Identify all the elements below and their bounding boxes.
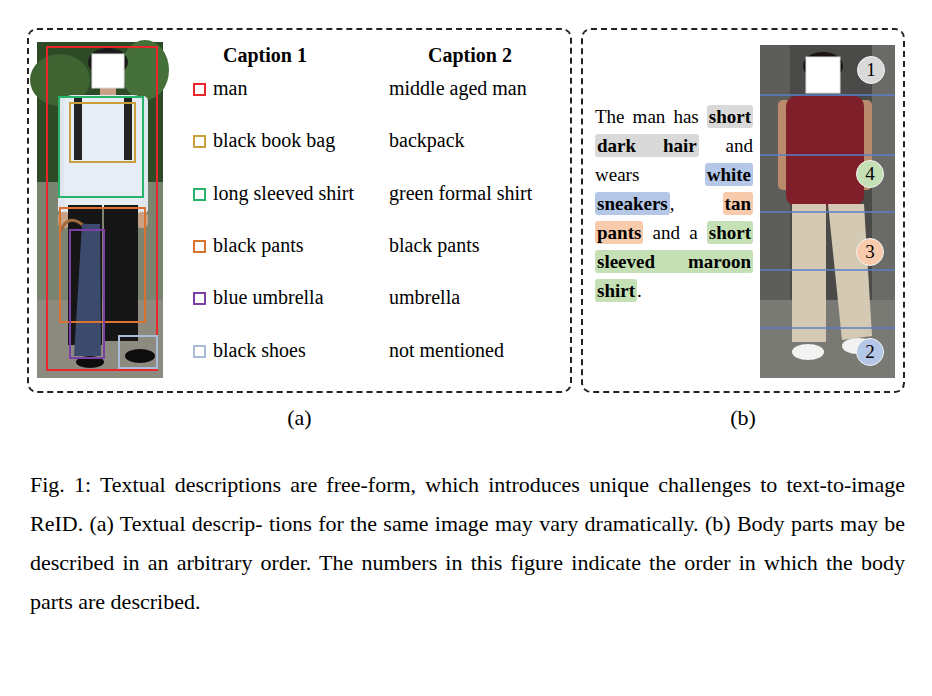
photo-b xyxy=(760,45,895,378)
legend-row: blue umbrella xyxy=(193,285,324,309)
description-text: and a xyxy=(653,222,698,243)
legend-text: blue umbrella xyxy=(213,286,324,308)
description-paragraph: The man has short dark hair and wears wh… xyxy=(595,102,753,305)
sneaker xyxy=(792,344,824,360)
foliage xyxy=(121,40,169,100)
order-number: 1 xyxy=(857,56,885,84)
callout-number: 4 xyxy=(865,164,875,184)
bounding-box xyxy=(119,336,157,368)
callout-number: 3 xyxy=(865,242,875,262)
legend-text: black shoes xyxy=(213,339,306,361)
face-mask xyxy=(806,57,840,93)
part-divider xyxy=(760,269,895,271)
legend-row: black book bag xyxy=(193,128,335,152)
bag-strap xyxy=(74,98,82,160)
callout-number: 2 xyxy=(865,342,875,362)
shirt xyxy=(786,96,864,206)
photo-background xyxy=(760,45,895,378)
legend-swatch xyxy=(193,83,206,96)
part-divider xyxy=(760,94,895,96)
face-mask xyxy=(92,54,124,88)
table-cell: green formal shirt xyxy=(389,181,532,205)
panel-label: (b) xyxy=(583,405,903,431)
bounding-box xyxy=(60,208,145,322)
table-cell: umbrella xyxy=(389,285,460,309)
legend-row: black shoes xyxy=(193,338,306,362)
legend-row: man xyxy=(193,76,247,100)
description-text: . xyxy=(637,280,642,301)
legend-swatch xyxy=(193,188,206,201)
callout-number: 1 xyxy=(866,60,876,80)
shirt xyxy=(64,95,142,207)
part-divider xyxy=(760,327,895,329)
table-cell: not mentioned xyxy=(389,338,504,362)
legend-text: man xyxy=(213,77,247,99)
description-text: , xyxy=(670,193,675,214)
ground xyxy=(760,300,895,378)
part-divider xyxy=(760,211,895,213)
order-number: 3 xyxy=(856,238,884,266)
bag-strap xyxy=(124,98,132,160)
photo-a xyxy=(30,40,169,378)
legend-row: long sleeved shirt xyxy=(193,181,354,205)
panel-label: (a) xyxy=(29,405,570,431)
legend-swatch xyxy=(193,345,206,358)
order-number: 2 xyxy=(856,338,884,366)
bounding-box xyxy=(47,47,157,370)
bounding-box xyxy=(59,97,143,197)
shoe xyxy=(125,349,155,363)
order-number: 4 xyxy=(856,160,884,188)
legend-text: black pants xyxy=(213,234,304,256)
legend-swatch xyxy=(193,240,206,253)
bounding-box xyxy=(70,230,104,358)
legend-swatch xyxy=(193,292,206,305)
pants-leg xyxy=(104,205,138,341)
figure-panel: (b)1432The man has short dark hair and w… xyxy=(581,28,905,393)
umbrella xyxy=(74,224,101,356)
pants-leg xyxy=(792,204,826,342)
figure-caption: Fig. 1: Textual descriptions are free-fo… xyxy=(30,465,905,621)
legend-row: black pants xyxy=(193,233,304,257)
bounding-box xyxy=(70,103,135,162)
legend-text: black book bag xyxy=(213,129,335,151)
part-divider xyxy=(760,154,895,156)
column-header: Caption 1 xyxy=(175,43,355,67)
table-cell: middle aged man xyxy=(389,76,527,100)
legend-swatch xyxy=(193,135,206,148)
column-header: Caption 2 xyxy=(380,43,560,67)
legend-text: long sleeved shirt xyxy=(213,182,354,204)
description-text: The man has xyxy=(595,106,699,127)
table-cell: black pants xyxy=(389,233,480,257)
pants-leg xyxy=(828,204,872,340)
table-cell: backpack xyxy=(389,128,465,152)
